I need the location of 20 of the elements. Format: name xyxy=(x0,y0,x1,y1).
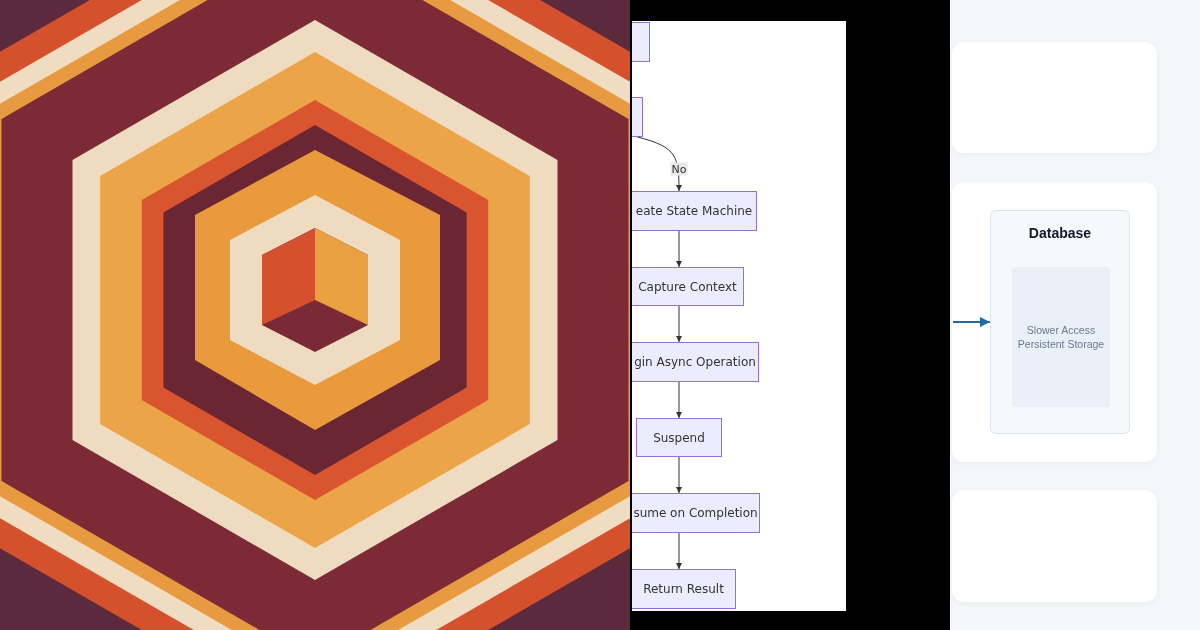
process-box: sume on Completion xyxy=(632,493,760,533)
arrow xyxy=(676,381,682,419)
card-background xyxy=(952,182,1157,462)
arrow xyxy=(952,317,991,327)
process-box xyxy=(632,22,650,62)
process-box: Return Result xyxy=(632,569,736,609)
process-box: Suspend xyxy=(636,418,722,457)
process-box: eate State Machine xyxy=(632,191,757,231)
arrow xyxy=(676,532,682,570)
arrow xyxy=(676,456,682,494)
arrow xyxy=(676,230,682,268)
arrow xyxy=(637,136,682,192)
card-title: Database xyxy=(1028,225,1092,241)
storage-box: Slower Access Persistent Storage xyxy=(1012,267,1110,407)
process-box: Capture Context xyxy=(632,267,744,306)
process-box: gin Async Operation xyxy=(632,342,759,382)
process-box xyxy=(632,97,643,137)
edge-label: No xyxy=(670,162,688,176)
database-card xyxy=(990,210,1130,434)
arrow xyxy=(676,305,682,343)
